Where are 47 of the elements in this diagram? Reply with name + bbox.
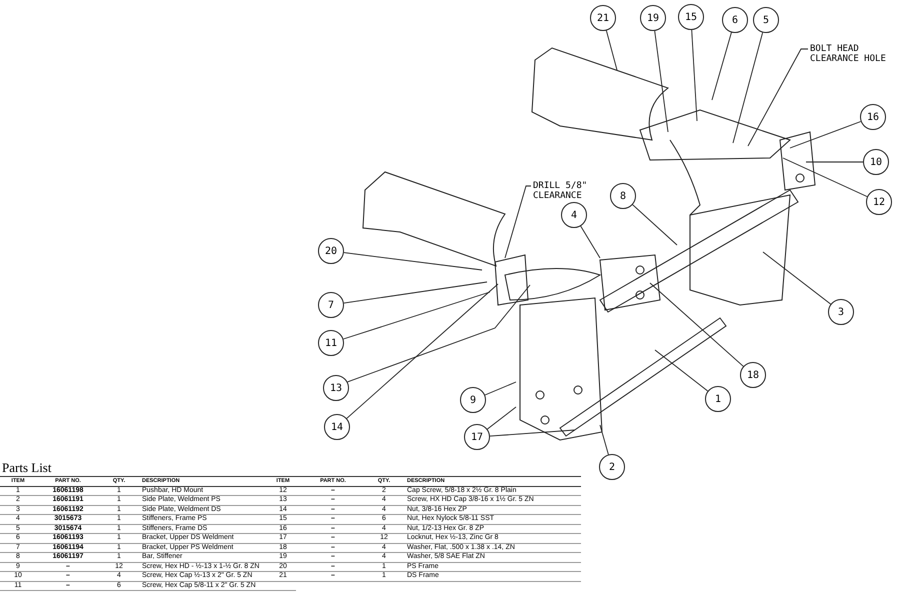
callout-number: 14 [324,414,350,440]
leader-line [504,186,532,258]
callout-number: 19 [640,5,666,31]
leader-line [732,32,764,144]
callout-number: 20 [318,238,344,264]
leader-line [712,32,732,100]
drawing-note: DRILL 5/8" CLEARANCE [533,181,613,201]
leader-line [762,252,832,305]
leader-line [654,30,668,132]
leader-line [580,226,600,258]
leader-line [486,406,516,430]
leader-line [346,284,498,419]
leader-line [650,282,744,367]
drawing-note: BOLT HEAD CLEARANCE HOLE [810,44,890,64]
callout-number: 5 [753,7,779,33]
leader-line [606,30,618,70]
leader-line [347,284,530,382]
leader-line [632,204,678,246]
callout-number: 16 [860,104,886,130]
callout-number: 4 [561,202,587,228]
callout-number: 2 [599,454,625,480]
leader-line [654,350,708,392]
callout-number: 21 [590,5,616,31]
callout-number: 10 [863,149,889,175]
leader-line [600,424,609,455]
leader-line [748,48,808,146]
leader-line [691,30,698,122]
callout-number: 11 [318,330,344,356]
callout-number: 15 [678,4,704,30]
leader-line [484,382,516,396]
callout-number: 13 [323,375,349,401]
callout-number: 9 [460,387,486,413]
leader-line [342,292,490,340]
callout-number: 6 [722,7,748,33]
leader-line [490,430,576,437]
callout-number: 1 [705,386,731,412]
table-title: Parts List [2,460,52,476]
leader-line [790,121,862,148]
callout-number: 18 [740,362,766,388]
callout-number: 12 [866,189,892,215]
callout-number: 17 [464,424,490,450]
leader-line [343,282,488,304]
callout-number: 7 [318,292,344,318]
leader-line [782,158,868,198]
callout-number: 3 [828,299,854,325]
leader-line [343,252,482,270]
callout-number: 8 [610,183,636,209]
